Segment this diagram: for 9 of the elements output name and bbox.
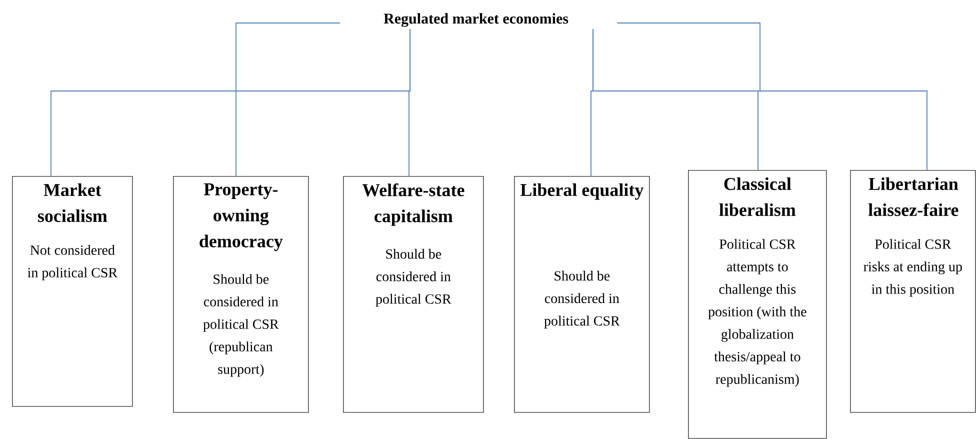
category-box: Libertarian laissez-faire Political CSR risks at ending up in this position bbox=[850, 170, 976, 413]
heading: Regulated market economies bbox=[384, 13, 568, 27]
connector-line bbox=[592, 28, 928, 170]
category-box: Market socialism Not considered in political CSR bbox=[12, 176, 133, 407]
category-box: Classical liberalism Political CSR attempts to challenge this position (with the globalization thesis/appeal to republicanism) bbox=[688, 170, 827, 439]
category-box: Property-owning democracy Should be considered in political CSR (republican support) bbox=[173, 176, 309, 413]
category-box: Welfare-state capitalism Should be considered in political CSR bbox=[343, 176, 484, 413]
connector-line bbox=[408, 28, 410, 176]
category-box: Liberal equality Should be considered in political CSR bbox=[514, 176, 650, 413]
